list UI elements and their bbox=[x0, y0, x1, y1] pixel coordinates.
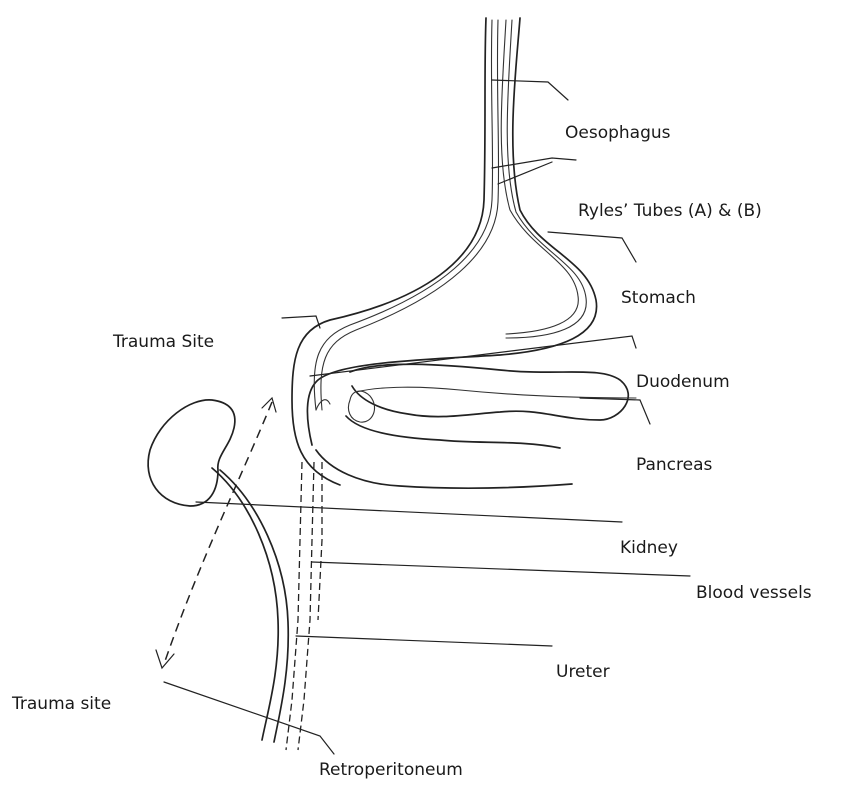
kidney-label: Kidney bbox=[620, 538, 678, 558]
ryles-tube-a bbox=[314, 20, 492, 410]
pancreas-lower-edge bbox=[316, 450, 572, 488]
trauma-site-upper-label: Trauma Site bbox=[113, 332, 214, 352]
ureter-label: Ureter bbox=[556, 662, 610, 682]
leader-retroperitoneum bbox=[164, 682, 334, 754]
leader-stomach bbox=[548, 232, 636, 262]
pancreas-label: Pancreas bbox=[636, 455, 712, 475]
ryles-tube-b-second-line bbox=[506, 20, 586, 338]
trauma-trajectory bbox=[164, 402, 272, 664]
duodenum-inner bbox=[356, 387, 636, 398]
leader-ureter bbox=[296, 636, 552, 646]
blood-vessels-label: Blood vessels bbox=[696, 583, 812, 603]
leader-duodenum bbox=[310, 336, 636, 376]
ureter-right-line bbox=[220, 470, 288, 742]
leader-oesophagus bbox=[492, 80, 568, 100]
oesophagus-label: Oesophagus bbox=[565, 123, 671, 143]
stomach-label: Stomach bbox=[621, 288, 696, 308]
leader-blood-vessels bbox=[312, 562, 690, 576]
retroperitoneum-label: Retroperitoneum bbox=[319, 760, 463, 780]
oesophagus-left-wall bbox=[292, 18, 486, 485]
pancreas-outline bbox=[346, 416, 560, 448]
blood-vessel-left bbox=[286, 462, 302, 750]
ryles-tubes-label: Ryles’ Tubes (A) & (B) bbox=[578, 201, 762, 221]
oesophagus-right-wall bbox=[307, 18, 596, 445]
ryles-tube-b bbox=[501, 20, 578, 334]
ureter-left-line bbox=[212, 468, 278, 740]
kidney-outline bbox=[148, 400, 235, 506]
ryles-tube-a-second-line bbox=[321, 20, 499, 410]
duodenum-head bbox=[348, 391, 374, 422]
blood-vessel-outer bbox=[318, 462, 322, 620]
blood-vessel-right bbox=[298, 462, 314, 750]
leader-trauma-site-upper bbox=[282, 316, 320, 328]
duodenum-label: Duodenum bbox=[636, 372, 730, 392]
ryles-tube-tip bbox=[316, 400, 330, 410]
trauma-site-lower-label: Trauma site bbox=[12, 694, 111, 714]
